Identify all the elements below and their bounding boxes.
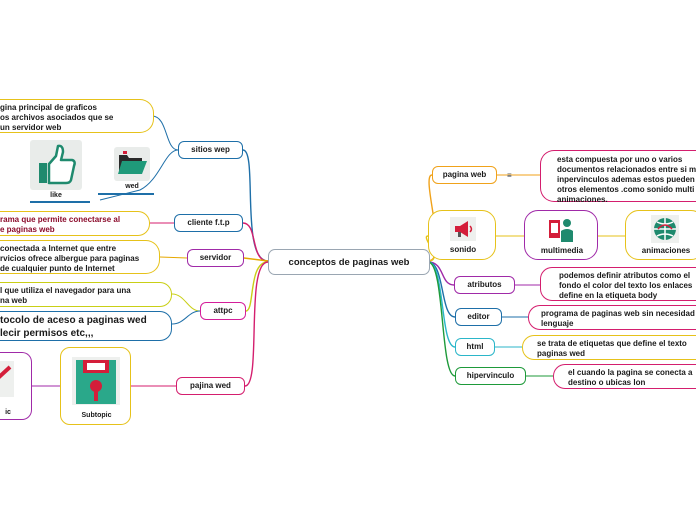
pagina-web-topic[interactable]: pagina web bbox=[432, 166, 497, 184]
html-topic[interactable]: html bbox=[455, 338, 495, 356]
editor-topic[interactable]: editor bbox=[455, 308, 502, 326]
folder-icon bbox=[114, 147, 150, 181]
pajina-wed-topic[interactable]: pajina wed bbox=[176, 377, 245, 395]
hipervinculo-topic[interactable]: hipervinculo bbox=[455, 367, 526, 385]
html-note[interactable]: se trata de etiquetas que define el text… bbox=[522, 335, 696, 360]
menu-icon[interactable]: ≡ bbox=[507, 171, 512, 180]
servidor-topic[interactable]: servidor bbox=[187, 249, 244, 267]
like-icon bbox=[30, 140, 82, 190]
cliente-ftp-note[interactable]: rama que permite conectarse al e paginas… bbox=[0, 211, 150, 236]
central-topic[interactable]: conceptos de paginas web bbox=[268, 249, 430, 275]
hipervinculo-note[interactable]: el cuando la pagina se conecta a destino… bbox=[553, 364, 696, 389]
attpc-note-1[interactable]: l que utiliza el navegador para una na w… bbox=[0, 282, 172, 307]
multimedia-caption: multimedia bbox=[540, 246, 584, 255]
globe-icon bbox=[651, 215, 679, 243]
animaciones-node[interactable]: animaciones bbox=[625, 210, 696, 260]
subtopic-node[interactable]: Subtopic bbox=[60, 347, 131, 425]
cliente-ftp-topic[interactable]: cliente f.t.p bbox=[174, 214, 243, 232]
wed-caption: wed bbox=[125, 183, 139, 190]
sitios-wep-topic[interactable]: sitios wep bbox=[178, 141, 243, 159]
sonido-caption: sonido bbox=[449, 245, 477, 254]
megaphone-icon bbox=[450, 217, 476, 241]
attpc-note-2[interactable]: tocolo de aceso a paginas wed lecir perm… bbox=[0, 311, 172, 341]
atributos-note[interactable]: podemos definir atributos como el fondo … bbox=[540, 267, 696, 301]
multimedia-node[interactable]: multimedia bbox=[524, 210, 598, 260]
partial-subtopic-node[interactable]: ic bbox=[0, 352, 32, 420]
servidor-note[interactable]: conectada a Internet que entre rvicios o… bbox=[0, 240, 160, 274]
like-caption: like bbox=[50, 192, 62, 199]
floppy-disk-icon bbox=[72, 357, 120, 405]
editor-note[interactable]: programa de paginas web sin necesidad le… bbox=[528, 305, 696, 330]
animaciones-caption: animaciones bbox=[641, 246, 691, 255]
atributos-topic[interactable]: atributos bbox=[454, 276, 515, 294]
subtopic-caption: Subtopic bbox=[81, 412, 112, 419]
attpc-topic[interactable]: attpc bbox=[200, 302, 246, 320]
pencil-icon bbox=[0, 361, 14, 397]
sitios-wep-note[interactable]: gina principal de graficos os archivos a… bbox=[0, 99, 154, 133]
person-icon bbox=[549, 219, 573, 242]
partial-subtopic-caption: ic bbox=[5, 409, 11, 416]
sonido-topic[interactable]: sonido bbox=[428, 210, 496, 260]
pagina-web-note[interactable]: esta compuesta por uno o varios document… bbox=[540, 150, 696, 204]
